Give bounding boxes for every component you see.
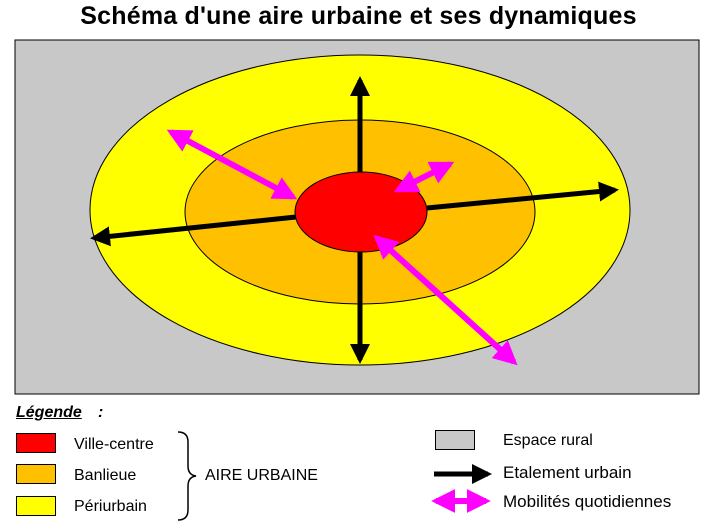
legend-colon: : (98, 404, 104, 421)
mobilites-arrow-southeast (373, 234, 518, 366)
aire-urbaine-label: AIRE URBAINE (205, 467, 318, 484)
swatch-ville-centre (16, 433, 56, 453)
legend-label-mobilites: Mobilités quotidiennes (503, 492, 672, 511)
legend-label-espace-rural: Espace rural (503, 432, 593, 449)
swatch-periurbain (16, 496, 56, 516)
etalement-arrow-east (426, 181, 619, 211)
etalement-arrow-west (90, 214, 297, 247)
swatch-banlieue (16, 464, 56, 484)
legend-label-banlieue: Banlieue (74, 467, 137, 484)
legend-label-periurbain: Périurbain (74, 498, 147, 515)
mobilites-arrow-northeast (393, 161, 455, 193)
legend-label-etalement: Etalement urbain (503, 463, 632, 482)
legend-heading: Légende (16, 404, 82, 421)
swatch-espace-rural (435, 430, 475, 450)
aire-urbaine-brace (177, 431, 197, 521)
diagram-title: Schéma d'une aire urbaine et ses dynamiq… (80, 2, 637, 30)
legend-label-ville-centre: Ville-centre (74, 436, 154, 453)
mobilites-arrow-northwest (166, 129, 298, 200)
